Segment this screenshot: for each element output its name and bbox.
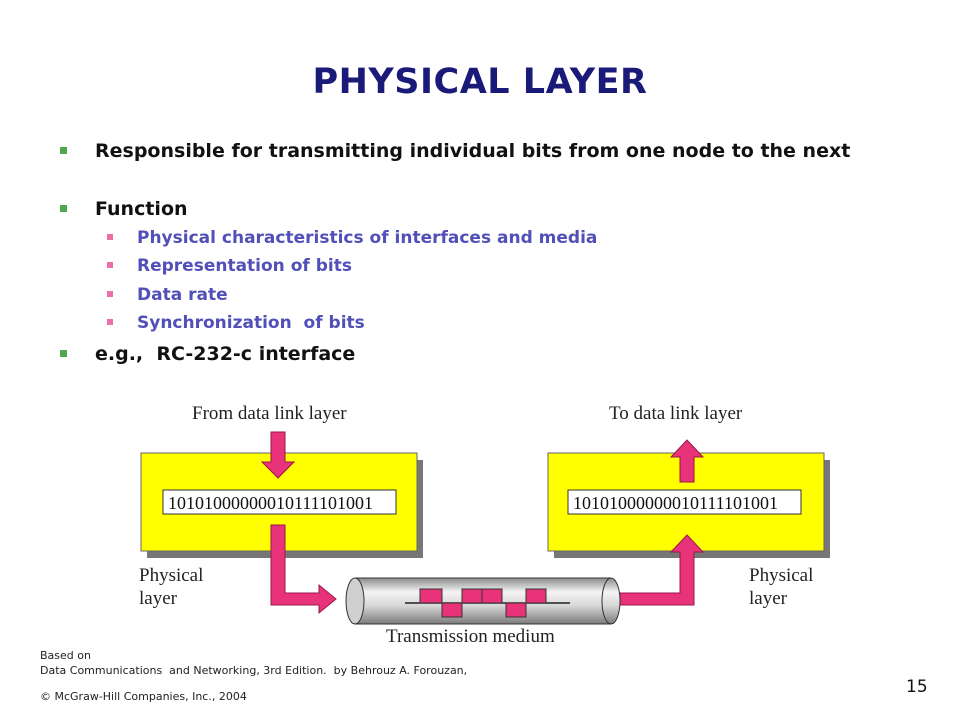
footer-source: Data Communications and Networking, 3rd …	[40, 664, 468, 677]
sub-bullet-square-icon	[107, 291, 113, 297]
bullet-square-icon	[60, 147, 67, 154]
signal-pulse	[441, 602, 463, 618]
right-elbow-arrow-icon	[619, 534, 705, 606]
left-physical-label-line1: Physical	[139, 565, 203, 586]
sub-bullet-data-rate: Data rate	[107, 284, 228, 306]
transmission-medium-label: Transmission medium	[386, 626, 555, 647]
bullet-text: e.g., RC-232-c interface	[95, 343, 356, 365]
bullet-text: Responsible for transmitting individual …	[95, 140, 851, 162]
tube-left-end	[345, 577, 365, 625]
tube-right-end	[601, 577, 621, 625]
sub-bullet-square-icon	[107, 319, 113, 325]
right-physical-label-line1: Physical	[749, 565, 813, 586]
left-physical-label-line2: layer	[139, 588, 178, 609]
sub-bullet-text: Physical characteristics of interfaces a…	[137, 228, 598, 248]
sub-bullet-text: Synchronization of bits	[137, 313, 365, 333]
signal-waveform	[405, 588, 570, 618]
to-data-link-label: To data link layer	[609, 403, 743, 424]
down-arrow-icon	[260, 431, 296, 479]
signal-pulse	[419, 588, 443, 604]
bullet-text: Function	[95, 198, 188, 220]
footer-copyright: © McGraw-Hill Companies, Inc., 2004	[40, 690, 247, 703]
left-bit-field	[162, 489, 397, 515]
sub-bullet-representation: Representation of bits	[107, 255, 352, 277]
footer-based-on: Based on	[40, 649, 91, 662]
signal-pulse	[481, 588, 503, 604]
left-bit-string: 10101000000010111101001	[168, 493, 373, 513]
sub-bullet-text: Data rate	[137, 285, 228, 305]
sub-bullet-synchronization: Synchronization of bits	[107, 312, 365, 334]
signal-pulse	[461, 588, 483, 604]
page-number: 15	[906, 677, 928, 697]
sub-bullet-square-icon	[107, 234, 113, 240]
slide-title: PHYSICAL LAYER	[312, 62, 648, 102]
sub-bullet-physical-characteristics: Physical characteristics of interfaces a…	[107, 227, 597, 249]
bullet-responsible: Responsible for transmitting individual …	[60, 139, 890, 163]
bullet-square-icon	[60, 350, 67, 357]
left-elbow-arrow-icon	[270, 524, 337, 615]
from-data-link-label: From data link layer	[192, 403, 347, 424]
signal-pulse	[525, 588, 547, 604]
bullet-example: e.g., RC-232-c interface	[60, 342, 355, 366]
right-physical-label-line2: layer	[749, 588, 788, 609]
signal-pulse	[505, 602, 527, 618]
bullet-square-icon	[60, 205, 67, 212]
sub-bullet-square-icon	[107, 262, 113, 268]
up-arrow-icon	[669, 439, 705, 483]
right-bit-string: 10101000000010111101001	[573, 493, 778, 513]
bullet-function: Function	[60, 197, 188, 221]
right-bit-field	[567, 489, 802, 515]
sub-bullet-text: Representation of bits	[137, 256, 352, 276]
